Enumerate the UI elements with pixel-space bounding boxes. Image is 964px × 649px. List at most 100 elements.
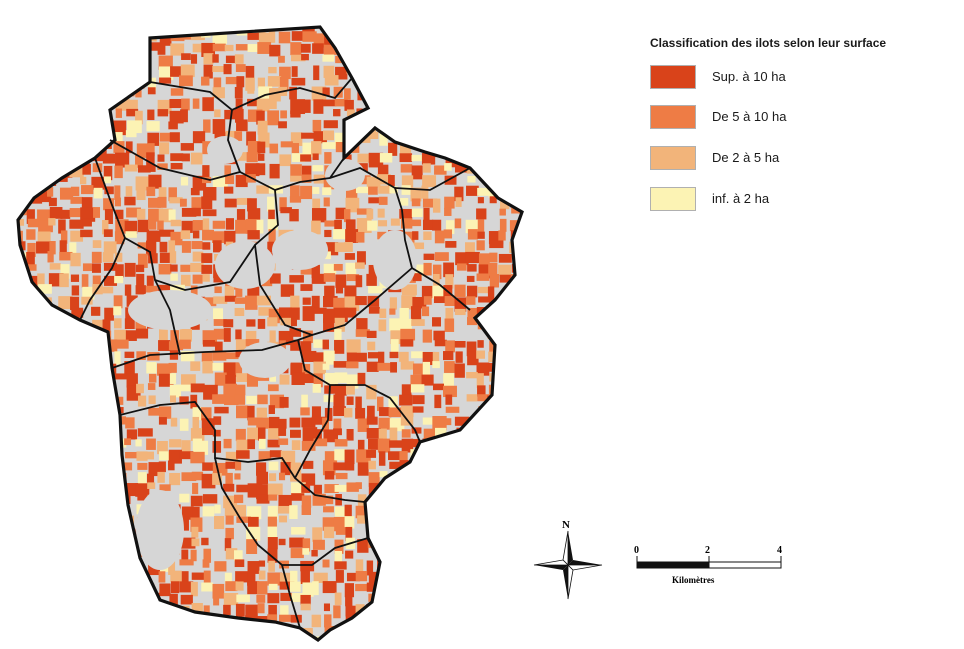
parcel <box>223 328 231 342</box>
parcel <box>477 583 489 596</box>
parcel <box>368 44 382 60</box>
parcel <box>367 438 383 450</box>
parcel <box>203 605 210 615</box>
parcel <box>444 527 454 539</box>
parcel <box>346 572 361 582</box>
parcel <box>148 407 160 416</box>
parcel <box>81 383 92 396</box>
parcel <box>236 439 250 454</box>
parcel <box>509 604 522 615</box>
parcel <box>432 32 440 40</box>
parcel <box>124 220 138 234</box>
parcel <box>487 286 495 301</box>
parcel <box>379 537 393 547</box>
parcel <box>423 219 434 231</box>
parcel <box>49 560 64 570</box>
parcel <box>423 97 430 110</box>
parcel <box>268 560 275 572</box>
parcel <box>456 527 472 541</box>
parcel <box>379 582 390 593</box>
parcel <box>192 207 201 217</box>
parcel <box>125 75 136 90</box>
parcel <box>300 284 313 291</box>
parcel <box>126 99 138 114</box>
parcel <box>488 416 503 426</box>
parcel <box>510 418 522 426</box>
parcel <box>333 406 346 417</box>
parcel <box>509 504 519 513</box>
parcel <box>389 594 402 608</box>
parcel <box>399 208 413 219</box>
parcel <box>388 27 396 33</box>
parcel <box>323 603 331 612</box>
parcel <box>520 130 522 139</box>
parcel <box>444 296 456 307</box>
parcel <box>455 65 469 77</box>
parcel <box>476 527 484 537</box>
district-boundary <box>214 457 369 566</box>
parcel <box>124 559 136 573</box>
parcel <box>70 252 81 267</box>
parcel <box>91 263 101 273</box>
parcel <box>49 98 63 113</box>
parcel <box>444 44 453 59</box>
parcel <box>93 539 103 553</box>
parcel <box>47 163 59 177</box>
parcel <box>18 427 28 436</box>
parcel <box>487 175 500 185</box>
parcel <box>247 86 255 94</box>
parcel <box>26 526 33 536</box>
parcel <box>334 550 343 564</box>
parcel <box>302 427 318 442</box>
parcel <box>499 274 511 283</box>
parcel <box>313 484 322 495</box>
parcel <box>158 417 167 425</box>
unclassified-zone <box>215 241 275 289</box>
parcel <box>443 572 453 588</box>
parcel <box>279 572 293 584</box>
district-boundary <box>394 167 471 191</box>
parcel <box>137 395 147 407</box>
parcel <box>93 571 105 579</box>
parcel <box>180 230 191 239</box>
parcel <box>235 286 243 297</box>
parcel <box>510 98 518 113</box>
parcel <box>113 66 127 79</box>
parcel <box>213 328 225 340</box>
parcel <box>344 242 353 252</box>
parcel <box>70 462 86 471</box>
parcel <box>368 286 383 294</box>
parcel <box>324 285 335 299</box>
parcel <box>93 362 103 375</box>
parcel <box>422 417 434 425</box>
parcel <box>201 537 209 546</box>
parcel <box>18 352 28 368</box>
parcel <box>168 187 177 202</box>
parcel <box>389 427 398 443</box>
parcel <box>91 306 101 316</box>
parcel <box>422 329 432 343</box>
parcel <box>236 119 248 132</box>
parcel <box>256 110 265 125</box>
parcel <box>247 405 255 421</box>
parcel <box>71 285 80 296</box>
parcel <box>191 538 200 547</box>
parcel <box>454 33 463 43</box>
parcel <box>355 296 367 306</box>
parcel <box>434 64 449 73</box>
parcel <box>224 505 238 516</box>
parcel <box>157 440 168 455</box>
parcel <box>18 482 30 492</box>
parcel <box>212 350 227 361</box>
parcel <box>257 42 272 54</box>
parcel <box>202 627 216 634</box>
parcel <box>69 219 84 229</box>
parcel <box>355 275 363 288</box>
parcel <box>467 484 476 493</box>
parcel <box>137 242 151 249</box>
district-boundary <box>119 401 366 503</box>
parcel <box>18 440 28 454</box>
parcel <box>324 372 338 385</box>
parcel <box>115 108 123 118</box>
parcel <box>443 75 450 84</box>
